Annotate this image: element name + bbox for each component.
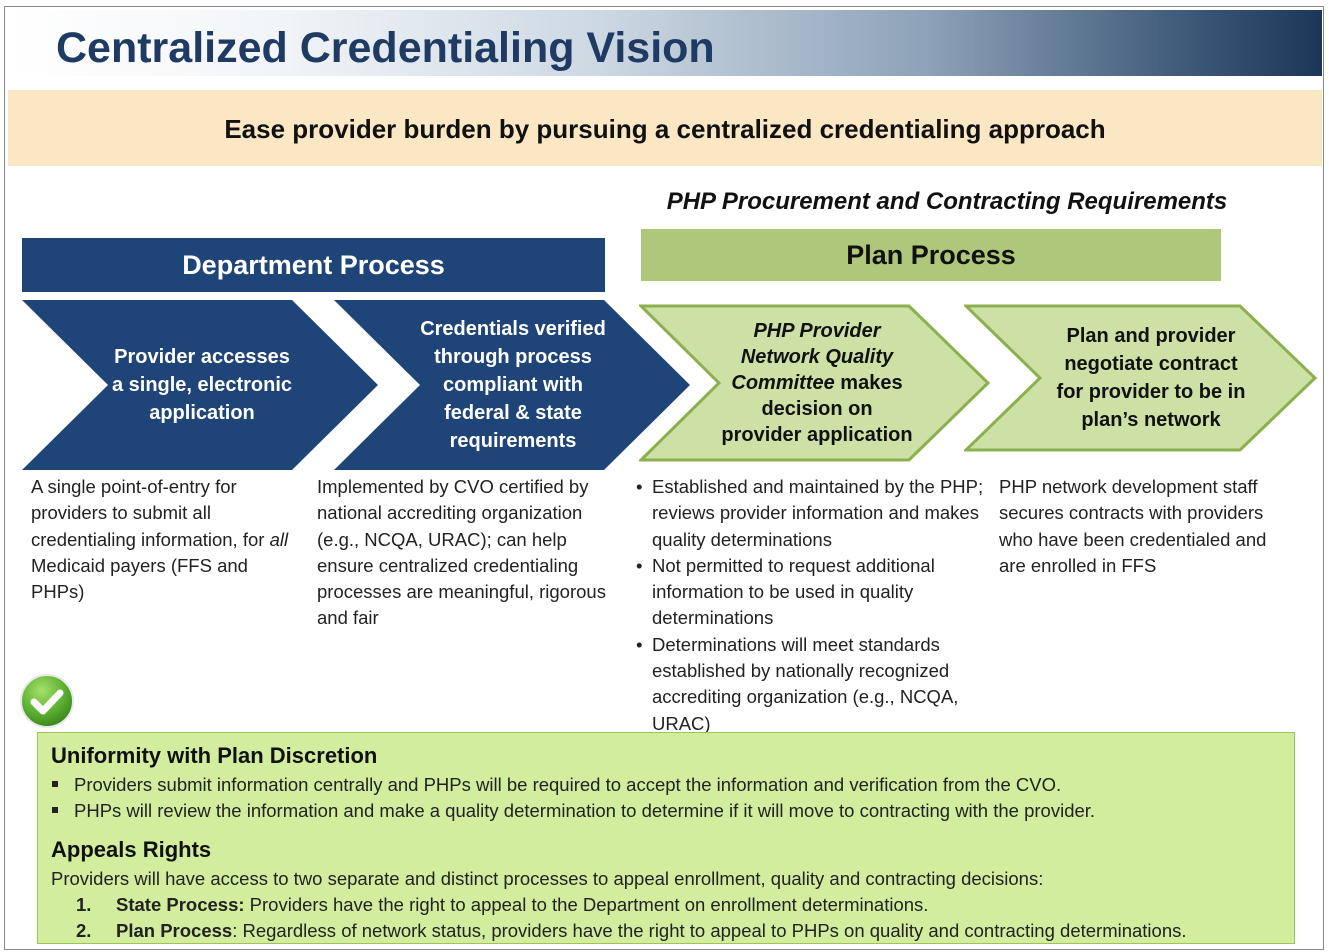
- square-bullet-icon: [52, 781, 58, 788]
- chevron-1-label: Provider accesses a single, electronic a…: [111, 346, 293, 424]
- checkmark-circle-icon: [19, 673, 75, 729]
- page-title: Centralized Credentialing Vision: [56, 24, 715, 72]
- appeals-item-text: : Regardless of network status, provider…: [232, 920, 1187, 941]
- appeals-item: 2. Plan Process: Regardless of network st…: [76, 920, 1187, 942]
- appeals-heading: Appeals Rights: [51, 837, 212, 862]
- uniformity-bullet-text: PHPs will review the information and mak…: [74, 800, 1096, 821]
- goal-banner: Ease provider burden by pursuing a centr…: [8, 90, 1322, 166]
- appeals-item-bold: Plan Process: [116, 920, 233, 941]
- uniformity-bullet: Providers submit information centrally a…: [52, 774, 1061, 796]
- chevron-credentials-verified: Credentials verified through process com…: [334, 300, 690, 470]
- summary-box: Uniformity with Plan Discretion Provider…: [37, 732, 1295, 944]
- chevron-shape-2: [334, 300, 690, 470]
- appeals-item-bold: State Process:: [116, 894, 245, 915]
- appeals-item-text: Providers have the right to appeal to th…: [244, 894, 929, 915]
- appeals-intro: Providers will have access to two separa…: [51, 868, 1044, 889]
- uniformity-bullet: PHPs will review the information and mak…: [52, 800, 1095, 822]
- appeals-item-number: 2.: [76, 920, 92, 941]
- chevron-3-rest: makes decision on provider application: [721, 372, 913, 446]
- desc-1-text-b: Medicaid payers (FFS and PHPs): [31, 554, 248, 603]
- desc-1-emphasis: all: [269, 528, 289, 550]
- square-bullet-icon: [52, 807, 58, 814]
- chevron-shape-4: [964, 304, 1318, 452]
- description-network-development: PHP network development staff secures co…: [999, 476, 1267, 576]
- description-cvo: Implemented by CVO certified by national…: [317, 476, 606, 629]
- appeals-item-number: 1.: [76, 894, 92, 915]
- php-bullet: Determinations will meet standards estab…: [636, 632, 986, 737]
- description-single-entry: A single point-of-entry for providers to…: [31, 474, 289, 605]
- chevron-3-italic: PHP Provider Network Quality Committee: [731, 320, 894, 394]
- department-process-header: Department Process: [22, 238, 605, 292]
- uniformity-heading: Uniformity with Plan Discretion: [51, 743, 378, 768]
- slide-frame: [4, 6, 1324, 950]
- chevron-provider-application: Provider accesses a single, electronic a…: [22, 300, 378, 470]
- php-bullet: Established and maintained by the PHP; r…: [636, 474, 986, 553]
- chevron-shape-3: [639, 304, 991, 462]
- chevron-php-quality-committee: PHP Provider Network Quality Committee m…: [639, 304, 991, 462]
- chevron-4-label: Plan and provider negotiate contract for…: [1056, 325, 1246, 431]
- goal-banner-text: Ease provider burden by pursuing a centr…: [224, 114, 1106, 144]
- desc-1-text-a: A single point-of-entry for providers to…: [31, 476, 270, 550]
- title-bar: Centralized Credentialing Vision: [8, 10, 1322, 76]
- plan-process-header: Plan Process: [641, 229, 1221, 281]
- chevron-2-label: Credentials verified through process com…: [420, 318, 606, 452]
- uniformity-bullet-text: Providers submit information centrally a…: [74, 774, 1062, 795]
- chevron-3-label: PHP Provider Network Quality Committee m…: [719, 304, 915, 462]
- php-requirements-heading: PHP Procurement and Contracting Requirem…: [666, 188, 1228, 215]
- description-php-committee: Established and maintained by the PHP; r…: [636, 474, 986, 737]
- php-bullet: Not permitted to request additional info…: [636, 553, 986, 632]
- appeals-item: 1. State Process: Providers have the righ…: [76, 894, 928, 916]
- chevron-plan-provider-negotiate: Plan and provider negotiate contract for…: [964, 304, 1318, 452]
- chevron-shape-1: [22, 300, 378, 470]
